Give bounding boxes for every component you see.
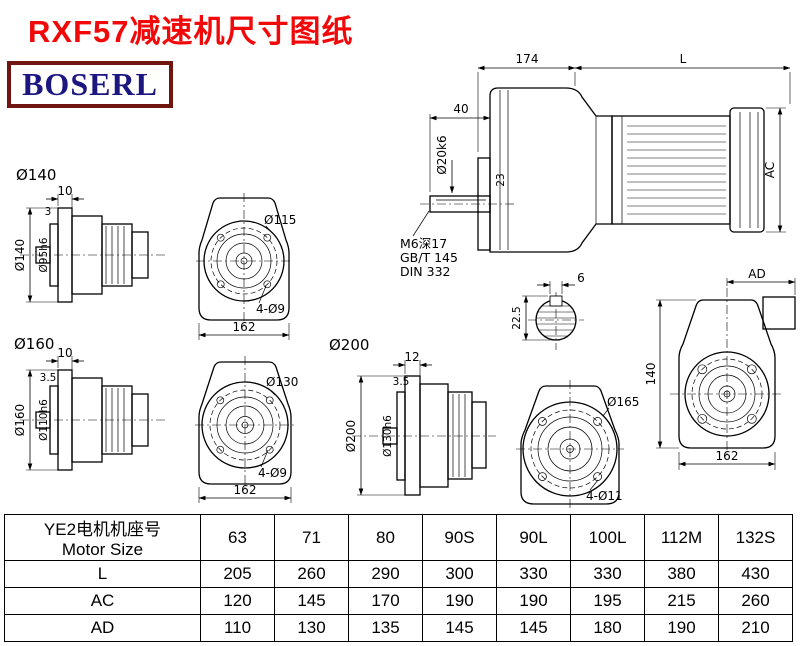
brand-logo: BOSERL	[7, 61, 173, 108]
drawing-front-view-165: Ø165 4-Ø11	[516, 380, 639, 510]
value-AD-132S: 210	[718, 614, 793, 642]
drawing-front-view-130: Ø130 4-Ø9 162	[195, 356, 298, 503]
size-col-71: 71	[274, 514, 349, 561]
dim-bolt-holes-4x11: 4-Ø11	[586, 489, 623, 503]
value-AD-90S: 145	[422, 614, 497, 642]
dim-motor-length-L: L	[680, 52, 687, 66]
dim-housing-height-140: 140	[644, 363, 658, 386]
size-col-63: 63	[200, 514, 275, 561]
dim-step-3-5b: 3.5	[393, 376, 410, 388]
size-col-80: 80	[348, 514, 423, 561]
drawing-flange200-side-view: Ø200 Ø200 Ø130h6 12 3.5	[329, 336, 496, 496]
table-row-L: L 205 260 290 300 330 330 380 430	[4, 560, 793, 588]
dim-outer-200: Ø200	[344, 420, 358, 452]
value-AD-71: 130	[274, 614, 349, 642]
dim-gearcase-length-174: 174	[516, 52, 539, 66]
drawing-flange160-side-view: Ø160 Ø160 Ø110h6 10 3.5	[13, 335, 168, 471]
value-L-112M: 380	[644, 560, 719, 588]
row-label-AC: AC	[4, 587, 201, 615]
dim-shaft-dia-20k6: Ø20k6	[435, 135, 449, 174]
dim-flange-width-12: 12	[404, 350, 419, 364]
dim-bolt-holes-4x9: 4-Ø9	[256, 302, 285, 316]
value-AD-63: 110	[200, 614, 275, 642]
dim-outer-140: Ø140	[13, 239, 27, 271]
size-col-132S: 132S	[718, 514, 793, 561]
dim-flange-circle-115: Ø115	[264, 213, 296, 227]
dim-key-width-6: 6	[577, 271, 585, 285]
drawing-front-view-115: Ø115 4-Ø9 162	[196, 193, 296, 340]
value-AC-80: 170	[348, 587, 423, 615]
technical-drawing-svg: Ø140 Ø140 Ø95h6 10 3	[13, 52, 796, 510]
value-AC-100L: 195	[570, 587, 645, 615]
dimension-table: YE2电机机座号 Motor Size 63 71 80 90S 90L 100…	[4, 514, 793, 642]
table-row-AC: AC 120 145 170 190 190 195 215 260	[4, 587, 793, 615]
dim-square-162: 162	[233, 320, 256, 334]
dim-spigot-110: Ø110h6	[38, 399, 50, 441]
value-L-132S: 430	[718, 560, 793, 588]
value-AD-112M: 190	[644, 614, 719, 642]
motor-size-header-cell: YE2电机机座号 Motor Size	[4, 514, 201, 561]
value-L-71: 260	[274, 560, 349, 588]
dim-flange-width-10b: 10	[57, 346, 72, 360]
dim-23: 23	[495, 173, 507, 186]
note-din-standard: DIN 332	[400, 264, 451, 279]
dim-flange-width-10: 10	[57, 184, 72, 198]
dim-housing-width-162: 162	[716, 449, 739, 463]
value-AC-112M: 215	[644, 587, 719, 615]
dim-spigot-95: Ø95h6	[38, 237, 50, 272]
value-AD-80: 135	[348, 614, 423, 642]
brand-logo-text: BOSERL	[22, 66, 158, 102]
drawing-main-assembly: 174 L	[400, 52, 791, 350]
size-col-90L: 90L	[496, 514, 571, 561]
size-col-100L: 100L	[570, 514, 645, 561]
dim-shaft-length-40: 40	[453, 102, 468, 116]
table-header-row: YE2电机机座号 Motor Size 63 71 80 90S 90L 100…	[4, 514, 793, 561]
value-AC-63: 120	[200, 587, 275, 615]
dim-key-height-22-5: 22.5	[511, 306, 523, 329]
value-L-100L: 330	[570, 560, 645, 588]
section-label-200: Ø200	[329, 336, 369, 354]
value-L-90L: 330	[496, 560, 571, 588]
size-col-112M: 112M	[644, 514, 719, 561]
note-thread-m6: M6深17	[400, 236, 447, 251]
dim-motor-dia-AC: AC	[763, 162, 777, 178]
dim-flange-circle-130: Ø130	[266, 375, 298, 389]
page-title: RXF57减速机尺寸图纸	[28, 14, 354, 49]
motor-size-label-en: Motor Size	[61, 540, 144, 559]
value-AC-90S: 190	[422, 587, 497, 615]
value-L-90S: 300	[422, 560, 497, 588]
dim-bolt-holes-4x9b: 4-Ø9	[258, 466, 287, 480]
dim-square-162b: 162	[234, 483, 257, 497]
drawing-flange140-side-view: Ø140 Ø140 Ø95h6 10 3	[13, 166, 168, 303]
dim-step-3: 3	[45, 206, 52, 218]
drawing-rear-front-view: AD 140 162	[644, 267, 796, 470]
section-label-140: Ø140	[16, 166, 56, 184]
row-label-AD: AD	[4, 614, 201, 642]
value-L-63: 205	[200, 560, 275, 588]
value-AC-71: 145	[274, 587, 349, 615]
value-AC-132S: 260	[718, 587, 793, 615]
value-AD-90L: 145	[496, 614, 571, 642]
motor-size-label-cn: YE2电机机座号	[43, 520, 162, 539]
value-AC-90L: 190	[496, 587, 571, 615]
dim-terminal-box-AD: AD	[748, 267, 765, 281]
dim-flange-circle-165: Ø165	[607, 395, 639, 409]
note-gb-standard: GB/T 145	[400, 250, 458, 265]
size-col-90S: 90S	[422, 514, 497, 561]
section-label-160: Ø160	[14, 335, 54, 353]
value-AD-100L: 180	[570, 614, 645, 642]
row-label-L: L	[4, 560, 201, 588]
dim-spigot-130: Ø130h6	[382, 415, 394, 457]
dim-outer-160: Ø160	[13, 404, 27, 436]
value-L-80: 290	[348, 560, 423, 588]
dim-step-3-5: 3.5	[40, 372, 57, 384]
table-row-AD: AD 110 130 135 145 145 180 190 210	[4, 614, 793, 642]
